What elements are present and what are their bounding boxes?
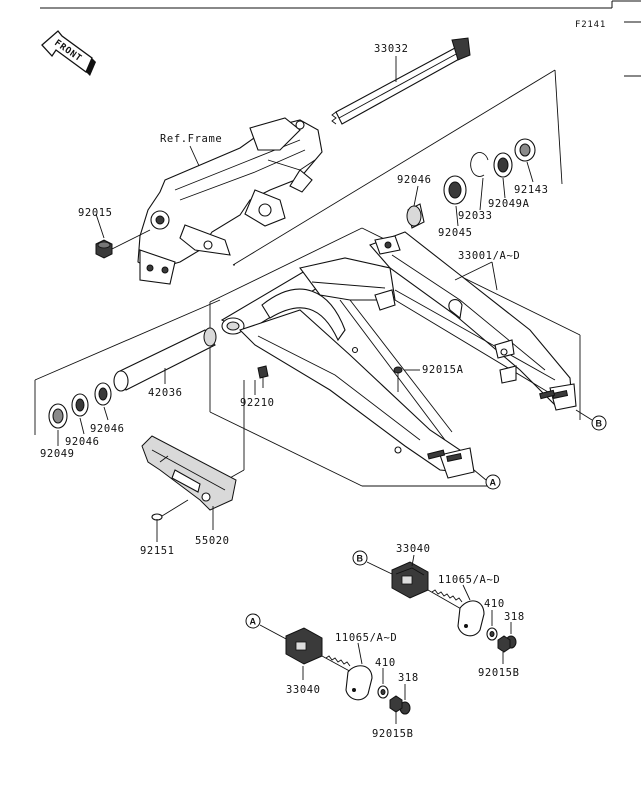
leader-33040-b [411, 554, 415, 567]
leader-92143 [526, 161, 534, 183]
label-11065-a: 11065/A~D [335, 632, 397, 644]
washer-410-b [486, 627, 498, 641]
leader-92046-l1 [103, 406, 109, 421]
bearing-92045 [443, 175, 467, 205]
label-11065-b: 11065/A~D [438, 574, 500, 586]
nut-92015 [95, 239, 113, 259]
label-92015B-a: 92015B [372, 728, 414, 740]
leader-92015-axis [111, 229, 151, 250]
callout-b-adjuster: B [352, 550, 393, 575]
svg-text:A: A [490, 478, 497, 488]
label-92015: 92015 [78, 207, 113, 219]
callout-a-swingarm: A [473, 469, 501, 490]
adjuster-block-33040-a [285, 627, 356, 675]
label-92143: 92143 [514, 184, 549, 196]
leader-11065-a [357, 642, 363, 665]
label-92046-l1: 92046 [90, 423, 125, 435]
label-92049: 92049 [40, 448, 75, 460]
chain-guide-55020 [141, 380, 245, 511]
collar-tube-42036 [113, 327, 217, 392]
seal-92049A [493, 152, 513, 178]
pivot-shaft [331, 37, 471, 125]
label-92045: 92045 [438, 227, 473, 239]
needle-bearing-92046-l2 [71, 393, 89, 417]
label-92015A: 92015A [422, 364, 464, 376]
leader-33001 [454, 261, 493, 281]
leader-92046-l2 [79, 417, 85, 435]
cap-11065-a [345, 665, 373, 701]
label-42036: 42036 [148, 387, 183, 399]
cap-11065-b [457, 600, 485, 637]
frame-reference [137, 117, 323, 285]
label-92046-l2: 92046 [65, 436, 100, 448]
label-92033: 92033 [458, 210, 493, 222]
callout-b-swingarm: B [575, 409, 607, 431]
swingarm-33001 [220, 231, 577, 479]
label-ref-frame: Ref.Frame [160, 133, 222, 145]
leader-11065-b [462, 584, 471, 601]
label-33032: 33032 [374, 43, 409, 55]
label-33040-b: 33040 [396, 543, 431, 555]
front-arrow-icon: FRONT [41, 30, 96, 76]
label-318-b: 318 [504, 611, 525, 623]
label-33001: 33001/A~D [458, 250, 520, 262]
svg-text:A: A [250, 617, 257, 627]
label-92049A: 92049A [488, 198, 530, 210]
leader-ref-frame [189, 145, 201, 169]
label-33040-a: 33040 [286, 684, 321, 696]
leader-92046-top [413, 185, 419, 207]
nut-92015B-a [389, 695, 403, 713]
leader-92045 [455, 205, 459, 227]
label-92210: 92210 [240, 397, 275, 409]
bolt-92015A [393, 366, 403, 392]
collar-group-outline [34, 299, 221, 435]
figure-code: F2141 [575, 20, 606, 30]
screw-92151 [151, 499, 189, 530]
collar-92143 [514, 138, 536, 162]
callout-a-adjuster: A [245, 613, 289, 641]
needle-bearing-92046-l1 [94, 382, 112, 406]
leader-33001-b [491, 261, 498, 291]
label-410-b: 410 [484, 598, 505, 610]
label-92151: 92151 [140, 545, 175, 557]
leader-92049A [502, 177, 506, 199]
washer-410-a [377, 685, 389, 699]
seal-92049 [48, 403, 68, 429]
label-410-a: 410 [375, 657, 396, 669]
leader-92015 [95, 213, 105, 239]
needle-bearing-92046-top [406, 203, 425, 229]
frame-group-outline [232, 69, 563, 266]
grease-nipple-92210 [257, 365, 269, 388]
adjuster-block-33040-b [391, 561, 471, 615]
leader-92033 [479, 177, 484, 211]
label-318-a: 318 [398, 672, 419, 684]
svg-text:B: B [596, 419, 603, 429]
label-92046-top: 92046 [397, 174, 432, 186]
circlip-92033 [470, 152, 489, 177]
nut-92015B-b [497, 635, 511, 653]
label-92015B-b: 92015B [478, 667, 520, 679]
label-55020: 55020 [195, 535, 230, 547]
svg-text:B: B [357, 554, 364, 564]
